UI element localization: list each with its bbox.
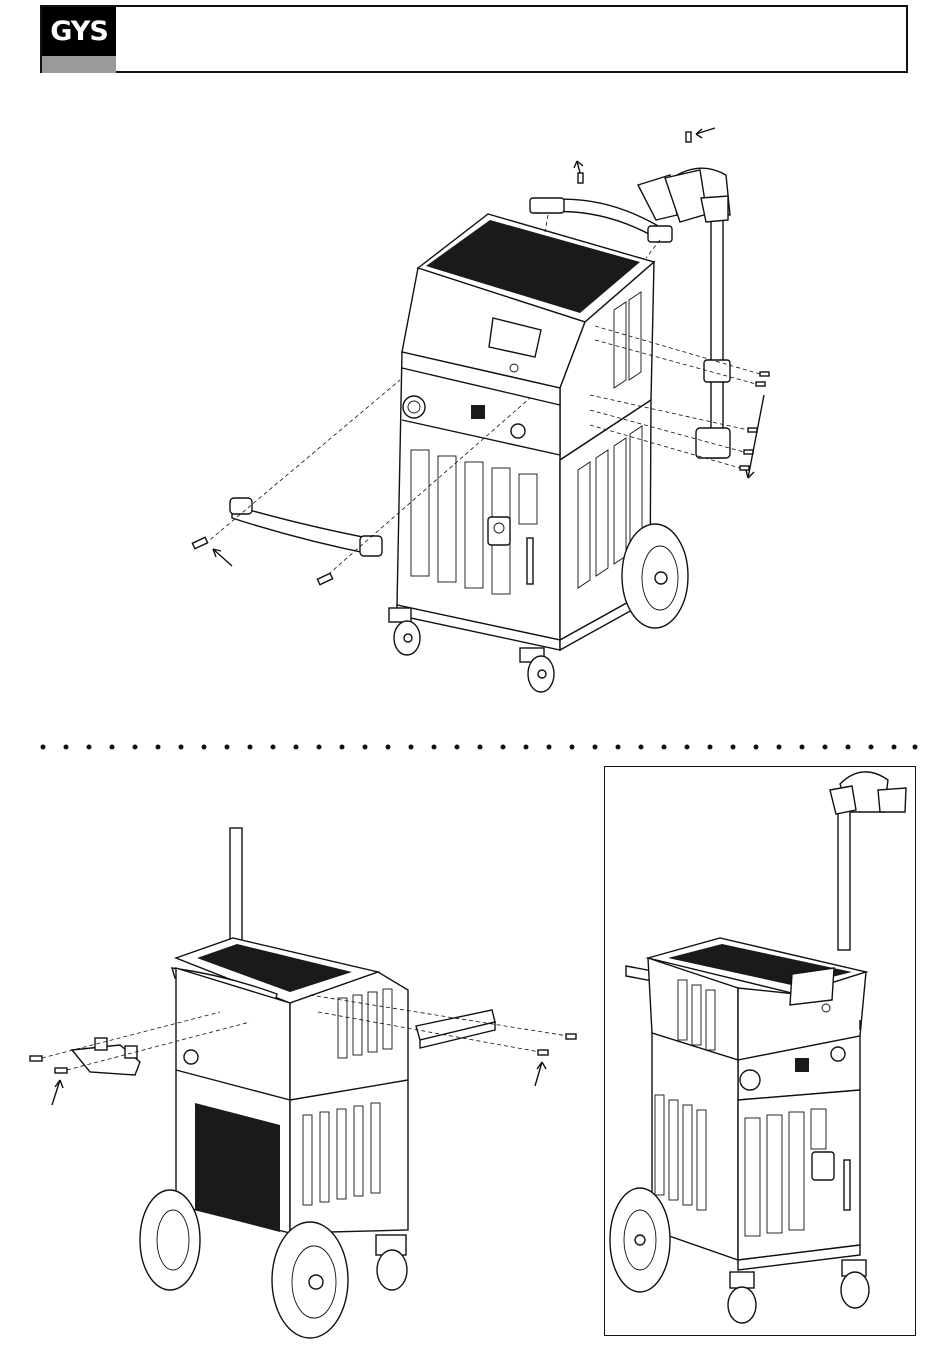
figure-3-illustration <box>0 0 950 1360</box>
